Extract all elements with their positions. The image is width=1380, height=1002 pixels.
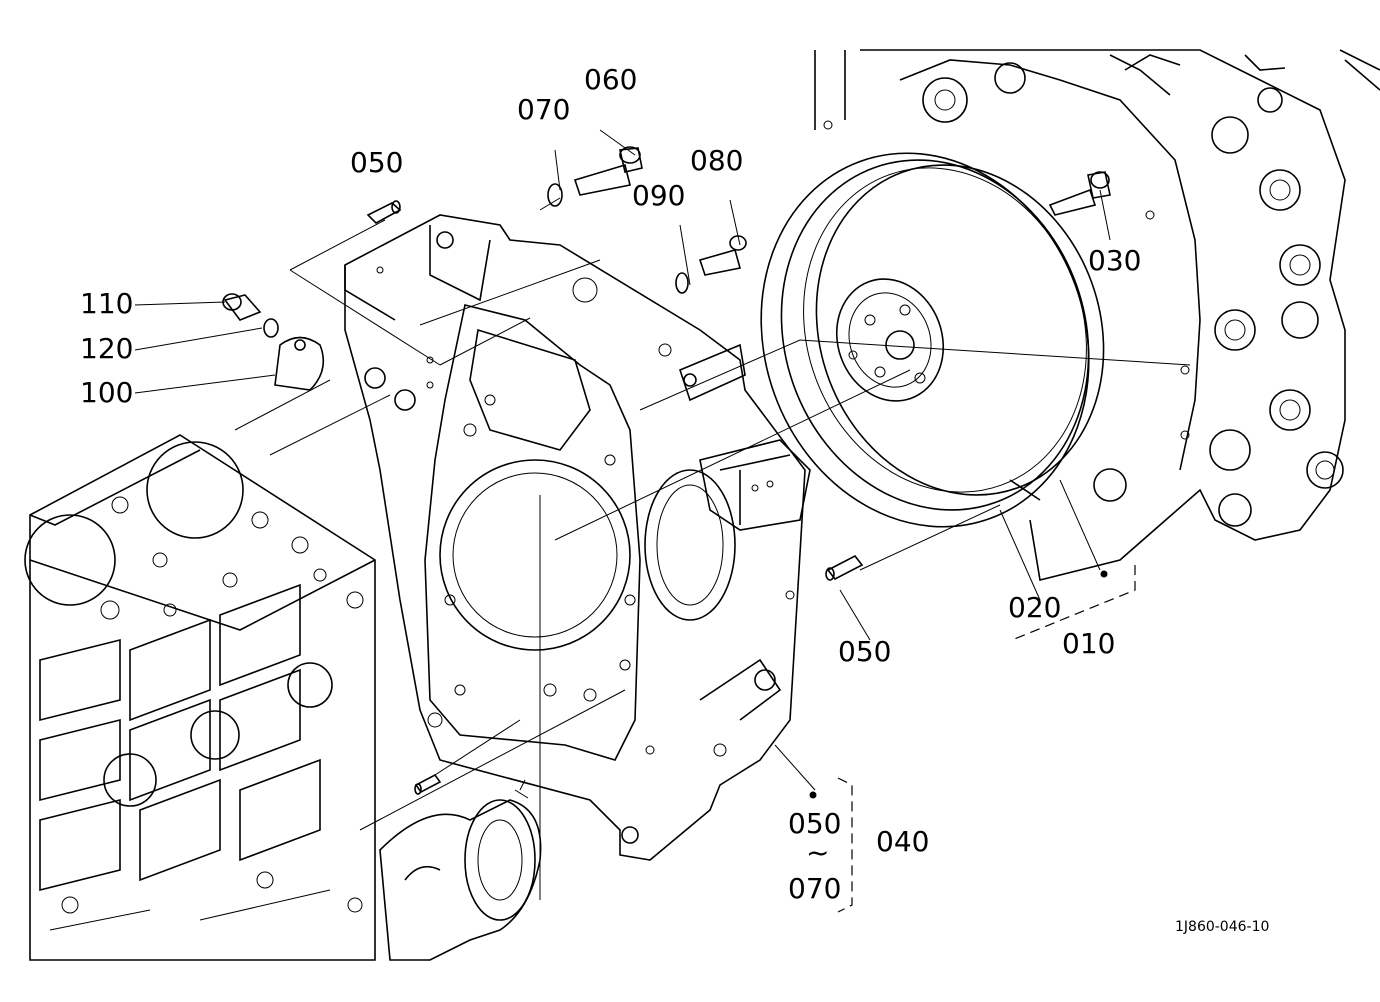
engine-block-drawing: [24, 434, 376, 961]
drawing-code: 1J860-046-10: [1175, 919, 1269, 935]
reference-markers: [809, 565, 1136, 913]
callout-080: 080: [690, 144, 743, 177]
callout-120: 120: [80, 332, 133, 365]
callout-050-range: 050: [788, 807, 841, 840]
flywheel-drawing: [760, 152, 1105, 528]
callout-100: 100: [80, 376, 133, 409]
callout-070-range: 070: [788, 872, 841, 905]
crankshaft-drawing: [379, 779, 542, 961]
callout-060: 060: [584, 63, 637, 96]
callout-030: 030: [1088, 244, 1141, 277]
callout-010: 010: [1062, 627, 1115, 660]
callout-090: 090: [632, 179, 685, 212]
callout-070-top: 070: [517, 93, 570, 126]
flywheel-housing-drawing: [344, 214, 811, 861]
small-parts-drawing: [222, 146, 1111, 795]
callout-040: 040: [876, 825, 929, 858]
bell-housing-drawing: [814, 49, 1380, 581]
callout-110: 110: [80, 287, 133, 320]
leader-lines: [134, 129, 1191, 900]
callout-050-mid: 050: [838, 635, 891, 668]
callout-050-top: 050: [350, 146, 403, 179]
callout-020: 020: [1008, 591, 1061, 624]
range-tilde: ~: [806, 836, 829, 869]
